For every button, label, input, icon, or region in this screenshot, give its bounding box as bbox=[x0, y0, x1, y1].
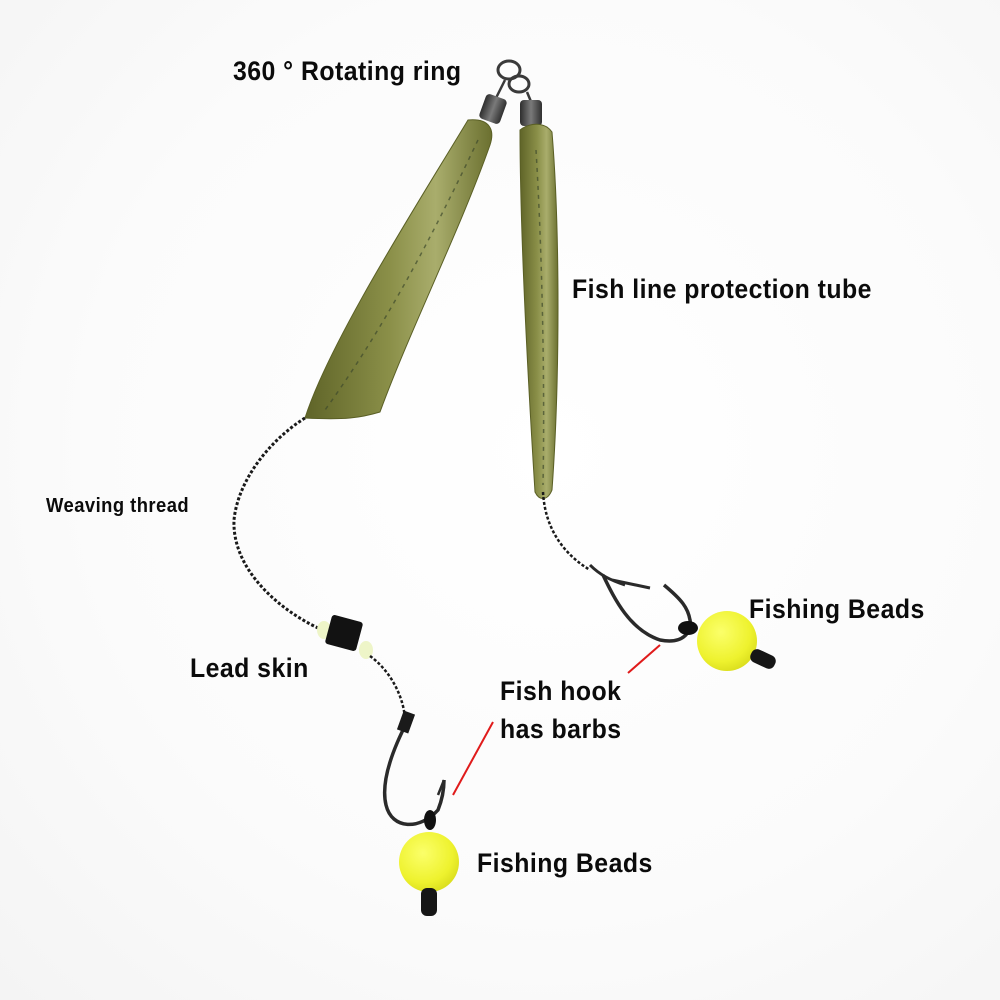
label-fishing-beads-right: Fishing Beads bbox=[749, 594, 925, 624]
label-fish-hook-line1: Fish hook bbox=[500, 676, 622, 706]
label-rotating-ring: 360 ° Rotating ring bbox=[233, 56, 462, 86]
label-protection-tube: Fish line protection tube bbox=[572, 274, 872, 304]
label-fishing-beads-bottom: Fishing Beads bbox=[477, 848, 653, 878]
left-protection-tube bbox=[304, 119, 493, 420]
label-fish-hook: Fish hook has barbs bbox=[500, 672, 621, 748]
label-weaving-thread: Weaving thread bbox=[46, 495, 190, 517]
fishing-bead-bottom bbox=[399, 832, 459, 892]
pointer-line-hook-left bbox=[452, 721, 494, 796]
fishing-bead-right bbox=[697, 611, 757, 671]
right-weaving-thread bbox=[541, 491, 591, 572]
pointer-line-hook-right bbox=[627, 644, 661, 674]
label-fish-hook-line2: has barbs bbox=[500, 714, 622, 744]
lead-skin bbox=[317, 615, 373, 659]
swivel-ring-icon bbox=[479, 59, 542, 126]
label-lead-skin: Lead skin bbox=[190, 653, 309, 683]
left-fish-hook bbox=[382, 719, 446, 827]
left-weaving-thread bbox=[232, 416, 319, 630]
right-fish-hook bbox=[601, 574, 693, 643]
right-protection-tube bbox=[519, 123, 559, 499]
